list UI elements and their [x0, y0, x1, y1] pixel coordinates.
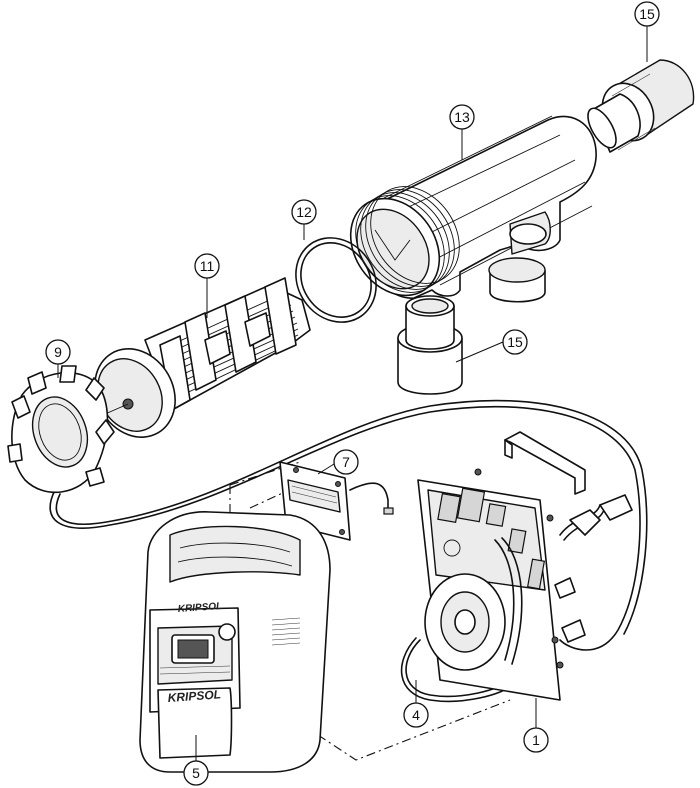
part-12-o-ring: [295, 237, 377, 323]
callout-4: 4: [403, 680, 429, 728]
callout-9: 9: [45, 339, 71, 378]
svg-text:15: 15: [507, 334, 523, 350]
svg-text:5: 5: [192, 765, 200, 781]
svg-text:7: 7: [342, 454, 350, 470]
part-15-sleeve-top: [587, 59, 695, 153]
callout-5: 5: [183, 735, 209, 786]
callout-11: 11: [194, 253, 220, 318]
part-11-electrode-stack: [94, 277, 311, 438]
part-1-power-board: [417, 468, 633, 701]
svg-text:15: 15: [639, 6, 655, 22]
front-logo: KRIPSOL: [167, 687, 221, 705]
svg-text:9: 9: [54, 344, 62, 360]
callout-7: 7: [317, 449, 359, 475]
mounting-bracket: [504, 431, 586, 495]
svg-text:13: 13: [454, 109, 470, 125]
part-5-housing: KRIPSOL KRIPSOL: [139, 511, 331, 773]
part-9-ring-nut: [7, 365, 115, 494]
part-13-cell-body: [349, 115, 597, 299]
svg-text:12: 12: [296, 204, 312, 220]
callout-15-middle: 15: [455, 329, 528, 363]
callout-1: 1: [523, 698, 549, 753]
callout-12: 12: [291, 199, 317, 240]
power-cable: [49, 399, 648, 703]
part-15-sleeve-lower: [397, 295, 463, 395]
callout-13: 13: [449, 104, 475, 160]
svg-text:11: 11: [200, 258, 215, 274]
part-15-cap-middle: [488, 257, 546, 303]
svg-text:4: 4: [412, 707, 420, 723]
callout-15-top: 15: [634, 1, 660, 62]
top-logo: KRIPSOL: [177, 601, 222, 615]
svg-text:1: 1: [532, 732, 540, 748]
